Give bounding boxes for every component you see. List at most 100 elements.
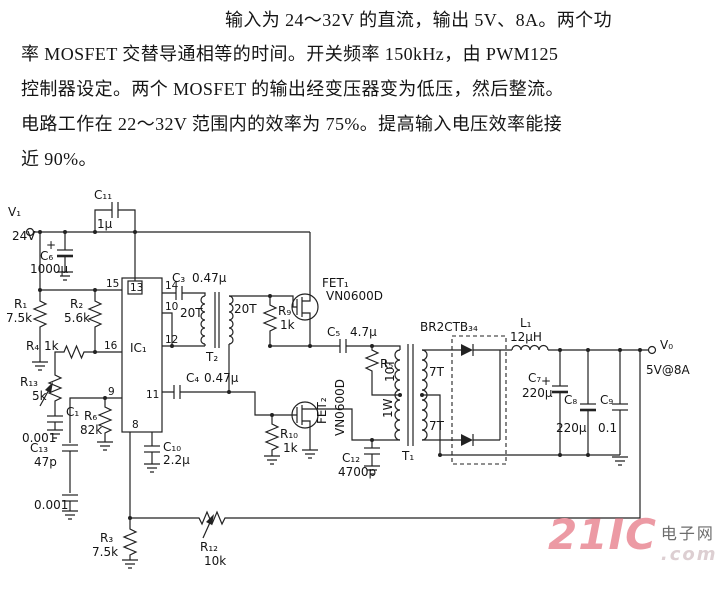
label-c7: C₇ bbox=[528, 371, 541, 385]
bridge-rectifier: BR2CTB₃₄ bbox=[420, 320, 512, 465]
mosfet-fet2: FET₂ VN0600D bbox=[291, 379, 400, 459]
label-c9-value: 0.1 bbox=[598, 421, 617, 435]
cap-c13: C₁₃ 47p 0.001 bbox=[30, 397, 122, 520]
label-v1-value: 24V bbox=[12, 229, 36, 243]
cap-c3: C₃ 0.47μ bbox=[162, 271, 227, 300]
resistor-r3: R₃ 7.5k bbox=[92, 518, 138, 569]
cap-c10: C₁₀ 2.2μ bbox=[144, 432, 190, 473]
output-terminal: V₀ 5V@8A bbox=[646, 338, 690, 377]
cap-c5: C₅ 4.7μ bbox=[270, 325, 401, 353]
potentiometer-r13: R₁₃ 5k bbox=[20, 372, 63, 407]
label-c5: C₅ bbox=[327, 325, 340, 339]
cap-c6: + C₆ 1000μ bbox=[30, 232, 73, 281]
label-t1-pri-turns: 10T bbox=[383, 359, 397, 382]
label-r3: R₃ bbox=[100, 531, 113, 545]
cap-c1: C₁ 0.001 bbox=[22, 404, 79, 445]
label-r2-value: 5.6k bbox=[64, 311, 90, 325]
label-l1: L₁ bbox=[520, 316, 532, 330]
label-c11: C₁₁ bbox=[94, 188, 112, 202]
description-line-1: 输入为 24～32V 的直流，输出 5V、8A。两个功 bbox=[225, 10, 612, 30]
watermark-site: 电子网 bbox=[660, 524, 715, 543]
pin-8: 8 bbox=[132, 419, 139, 431]
label-r10: R₁₀ bbox=[280, 427, 298, 441]
label-r12-value: 10k bbox=[204, 554, 226, 568]
watermark-tld: .com bbox=[660, 544, 718, 565]
cap-c11: C₁₁ 1μ bbox=[94, 188, 136, 232]
label-r9-value: 1k bbox=[280, 318, 295, 332]
input-terminal: V₁ 24V bbox=[8, 205, 310, 243]
cap-c12: C₁₂ 4700p bbox=[338, 440, 380, 479]
watermark-brand: 21IC bbox=[548, 510, 657, 559]
label-c6-value: 1000μ bbox=[30, 262, 69, 276]
label-r2: R₂ bbox=[70, 297, 83, 311]
resistor-r4: R₄ 1k bbox=[26, 339, 122, 372]
label-c13-value: 47p bbox=[34, 455, 57, 469]
label-r10-value: 1k bbox=[283, 441, 298, 455]
pin-13: 13 bbox=[130, 282, 143, 294]
label-r9: R₉ bbox=[278, 304, 291, 318]
label-fet2: FET₂ bbox=[315, 397, 329, 424]
label-ic1: IC₁ bbox=[130, 341, 147, 355]
junction-dots bbox=[38, 230, 642, 520]
label-r5-power: 1W bbox=[381, 398, 395, 418]
label-vo: V₀ bbox=[660, 338, 673, 352]
label-c12: C₁₂ bbox=[342, 451, 360, 465]
label-c12-value: 4700p bbox=[338, 465, 376, 479]
inductor-l1: L₁ 12μH bbox=[510, 316, 648, 351]
label-t2: T₂ bbox=[205, 350, 218, 364]
label-r12: R₁₂ bbox=[200, 540, 218, 554]
label-r5: R₅ bbox=[380, 357, 393, 371]
mosfet-fet1: FET₁ VN0600D bbox=[291, 232, 383, 346]
label-r6-value: 82k bbox=[80, 423, 102, 437]
label-l1-value: 12μH bbox=[510, 330, 542, 344]
cap-c7: + C₇ 220μ bbox=[522, 350, 568, 455]
pin-15: 15 bbox=[106, 278, 119, 290]
label-r1: R₁ bbox=[14, 297, 27, 311]
plus-c7: + bbox=[541, 374, 551, 388]
label-c3: C₃ bbox=[172, 271, 185, 285]
label-c14-value: 0.001 bbox=[34, 498, 68, 512]
resistor-r10: R₁₀ 1k bbox=[264, 415, 298, 465]
label-t1: T₁ bbox=[401, 449, 414, 463]
description-line-4: 电路工作在 22～32V 范围内的效率为 75%。提高输入电压效率能接 bbox=[21, 114, 563, 134]
label-t1-sec-top: 7T bbox=[429, 365, 445, 379]
label-c6: C₆ bbox=[40, 249, 53, 263]
label-c10-value: 2.2μ bbox=[163, 453, 190, 467]
label-c8: C₈ bbox=[564, 393, 577, 407]
label-r13: R₁₃ bbox=[20, 375, 38, 389]
label-t2-sec-turns: 20T bbox=[234, 302, 257, 316]
label-c10: C₁₀ bbox=[163, 440, 181, 454]
description-line-3: 控制器设定。两个 MOSFET 的输出经变压器变为低压，然后整流。 bbox=[21, 79, 564, 99]
label-vo-value: 5V@8A bbox=[646, 363, 690, 377]
label-c4: C₄ bbox=[186, 371, 199, 385]
label-c9: C₉ bbox=[600, 393, 613, 407]
pin-9: 9 bbox=[108, 386, 115, 398]
pin-14: 14 bbox=[165, 280, 179, 292]
label-fet1: FET₁ bbox=[322, 276, 349, 290]
resistor-r1: R₁ 7.5k bbox=[6, 232, 48, 371]
description-line-5: 近 90%。 bbox=[21, 149, 97, 169]
resistor-r9: R₉ 1k bbox=[262, 296, 295, 346]
label-c4-value: 0.47μ bbox=[204, 371, 239, 385]
description-line-2: 率 MOSFET 交替导通相等的时间。开关频率 150kHz，由 PWM125 bbox=[21, 44, 559, 64]
label-t2-pri-turns: 20T bbox=[180, 306, 203, 320]
feedback-line: R₁₂ 10k bbox=[129, 350, 641, 568]
resistor-r6: R₆ 82k bbox=[80, 398, 113, 451]
label-r13-value: 5k bbox=[32, 389, 47, 403]
label-t1-sec-bot: 7T bbox=[429, 419, 445, 433]
label-c13: C₁₃ bbox=[30, 441, 48, 455]
transformer-t1: 10T 7T 7T T₁ bbox=[383, 344, 452, 463]
label-v1: V₁ bbox=[8, 205, 21, 219]
label-r4-value: 1k bbox=[44, 339, 59, 353]
pin-10: 10 bbox=[165, 301, 178, 313]
label-r4: R₄ bbox=[26, 339, 39, 353]
cap-c4: C₄ 0.47μ bbox=[162, 371, 297, 416]
label-c5-value: 4.7μ bbox=[350, 325, 377, 339]
pin-16: 16 bbox=[104, 340, 118, 352]
label-c11-value: 1μ bbox=[97, 217, 113, 231]
label-c1-value: 0.001 bbox=[22, 431, 56, 445]
label-r1-value: 7.5k bbox=[6, 311, 32, 325]
label-c8-value: 220μ bbox=[556, 421, 587, 435]
